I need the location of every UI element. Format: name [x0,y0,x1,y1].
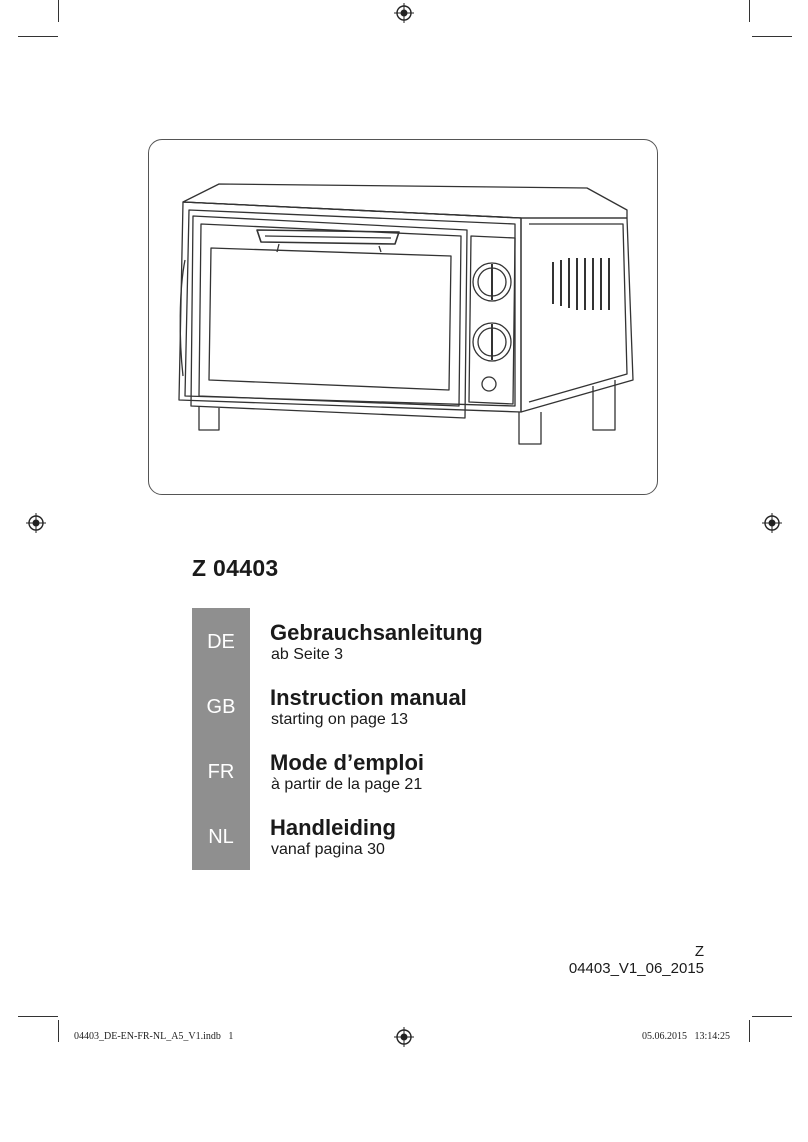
manual-start-page: starting on page 13 [271,711,408,728]
registration-mark-icon [26,513,46,533]
manual-start-page: vanaf pagina 30 [271,841,385,858]
language-code: NL [208,826,234,848]
model-number: Z 04403 [192,555,279,581]
crop-mark [18,36,58,37]
manual-title: Mode d’emploi [270,750,424,775]
language-code: GB [206,696,236,718]
registration-mark-icon [394,3,414,23]
manual-start-page: ab Seite 3 [271,646,344,663]
print-slug-date: 05.06.2015 13:14:25 [641,1031,730,1042]
crop-mark [752,36,792,37]
language-code: DE [207,631,235,653]
crop-mark [58,1020,59,1042]
manual-title: Handleiding [270,815,396,840]
language-bar [192,608,250,870]
crop-mark [18,1016,58,1017]
manual-title: Instruction manual [270,685,467,710]
manual-start-page: à partir de la page 21 [271,776,423,793]
registration-mark-icon [394,1027,414,1047]
crop-mark [749,1020,750,1042]
version-code: Z 04403_V1_06_2015 [568,943,704,977]
manual-title: Gebrauchsanleitung [270,620,483,645]
toaster-oven-icon [178,183,634,445]
crop-mark [749,0,750,22]
crop-mark [752,1016,792,1017]
language-code: FR [207,761,235,783]
product-illustration-frame [148,139,658,495]
print-slug-file: 04403_DE-EN-FR-NL_A5_V1.indb 1 [74,1031,234,1042]
crop-mark [58,0,59,22]
registration-mark-icon [762,513,782,533]
